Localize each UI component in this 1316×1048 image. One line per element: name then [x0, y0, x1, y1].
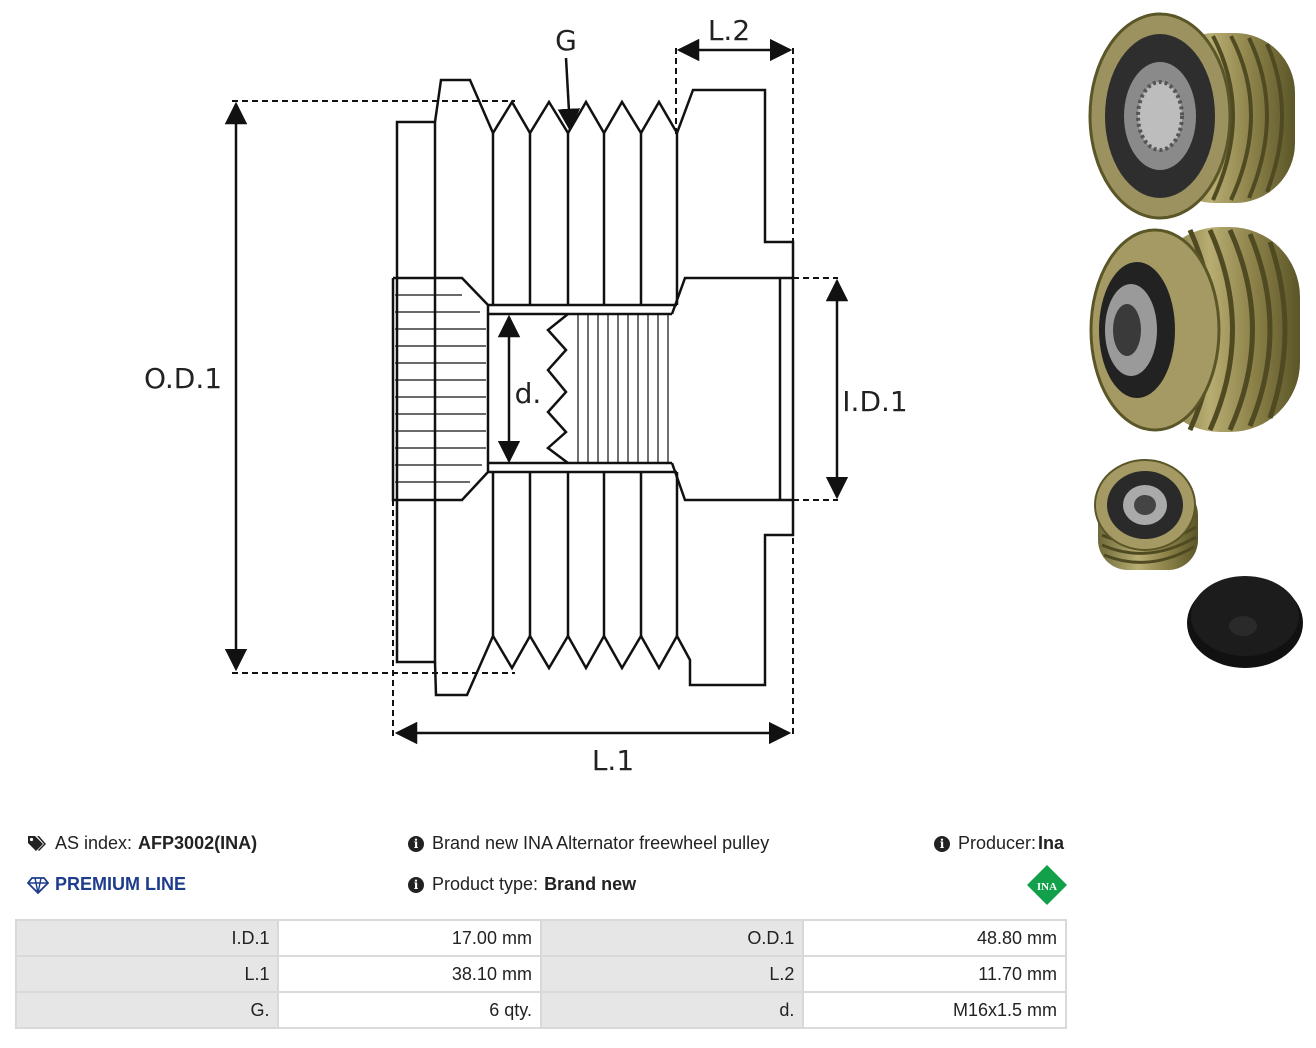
label-groove: G [555, 24, 577, 57]
spec-key: O.D.1 [541, 921, 803, 955]
label-l1: L.1 [592, 744, 634, 777]
pulley-technical-drawing: G L.2 O.D.1 d. I.D.1 L.1 [144, 14, 908, 777]
product-type: i Product type: Brand new [408, 874, 636, 895]
spec-value: 38.10 mm [279, 957, 540, 991]
producer-label: Producer: [958, 833, 1037, 853]
pulley-back-photo [1089, 227, 1300, 432]
label-d: d. [515, 377, 542, 410]
spec-key: I.D.1 [17, 921, 278, 955]
pulley-cap-photo [1187, 576, 1303, 668]
description-text: Brand new INA Alternator freewheel pulle… [432, 833, 770, 853]
hatching [395, 294, 669, 483]
info-icon: i [934, 835, 950, 852]
spec-value: 48.80 mm [804, 921, 1065, 955]
spec-value: M16x1.5 mm [804, 993, 1065, 1027]
spec-key: G. [17, 993, 278, 1027]
premium-line: PREMIUM LINE [27, 874, 186, 895]
product-type-value: Brand new [544, 874, 637, 894]
table-row: L.1 38.10 mm L.2 11.70 mm [17, 957, 1065, 991]
as-index-value: AFP3002(INA) [138, 833, 258, 853]
producer-value: Ina [1038, 833, 1065, 853]
label-l2: L.2 [708, 14, 750, 47]
pulley-outline [391, 78, 795, 697]
table-row: G. 6 qty. d. M16x1.5 mm [17, 993, 1065, 1027]
as-index-label: AS index: [55, 833, 133, 853]
description: i Brand new INA Alternator freewheel pul… [408, 833, 769, 854]
spec-value: 11.70 mm [804, 957, 1065, 991]
label-od1: O.D.1 [144, 362, 222, 395]
dimension-extension-lines [232, 48, 838, 738]
producer: i Producer: Ina [934, 833, 1064, 854]
premium-line-label: PREMIUM LINE [55, 874, 187, 894]
table-row: I.D.1 17.00 mm O.D.1 48.80 mm [17, 921, 1065, 955]
spec-value: 17.00 mm [279, 921, 540, 955]
as-index: AS index: AFP3002(INA) [27, 833, 257, 854]
pulley-small-photo [1094, 459, 1198, 570]
info-icon: i [408, 835, 424, 852]
dimension-arrows [224, 38, 849, 745]
spec-table: I.D.1 17.00 mm O.D.1 48.80 mm L.1 38.10 … [15, 919, 1067, 1029]
ina-logo-text: INA [1037, 881, 1057, 893]
tags-icon [28, 835, 46, 851]
spec-key: L.2 [541, 957, 803, 991]
label-id1: I.D.1 [842, 385, 907, 418]
spec-key: L.1 [17, 957, 278, 991]
pulley-front-photo [1088, 12, 1295, 220]
diamond-icon [27, 876, 49, 894]
ina-logo: INA [1027, 865, 1067, 905]
spec-value: 6 qty. [279, 993, 540, 1027]
info-icon: i [408, 876, 424, 893]
spec-key: d. [541, 993, 803, 1027]
product-type-label: Product type: [432, 874, 539, 894]
